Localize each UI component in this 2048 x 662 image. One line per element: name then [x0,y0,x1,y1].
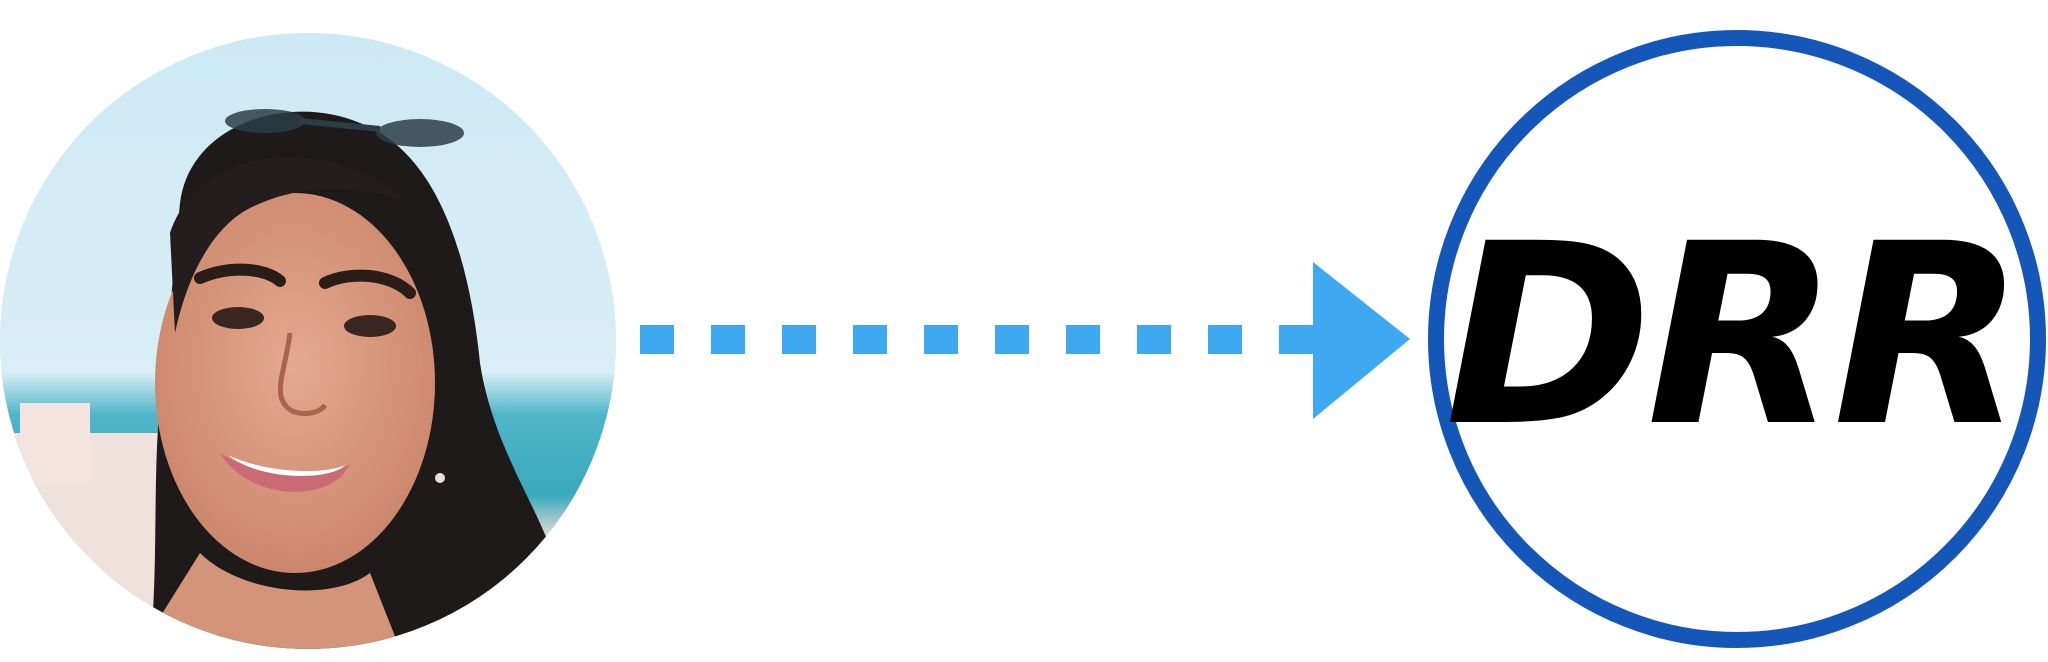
drr-logo: DRR [1428,30,2046,648]
person-photo [0,33,616,649]
dashed-arrow-right-icon [640,262,1410,419]
logo-text: DRR [1444,190,2026,481]
